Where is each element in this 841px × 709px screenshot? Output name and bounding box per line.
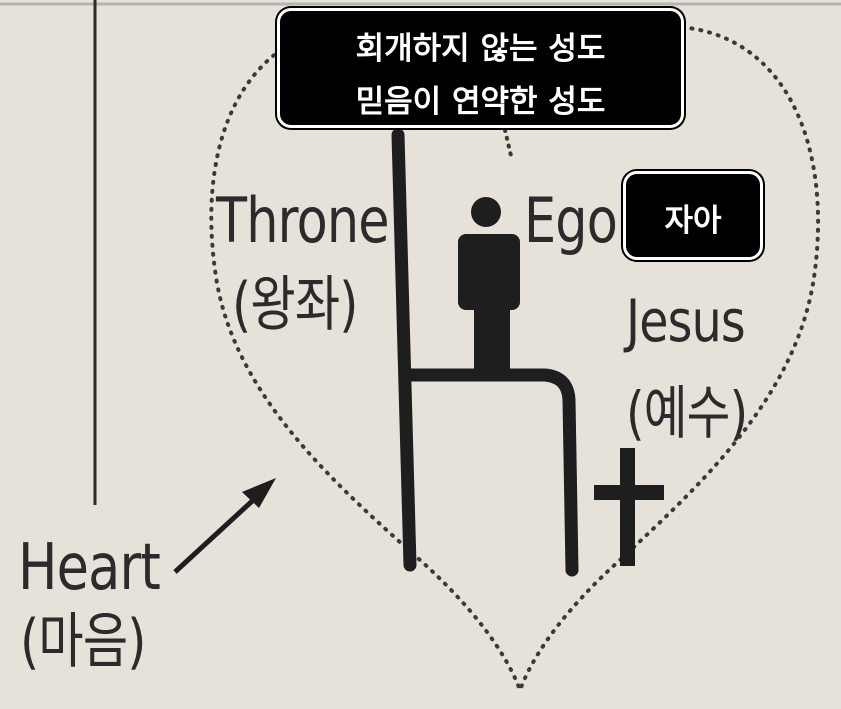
- jesus-label: Jesus: [626, 287, 746, 355]
- cross-icon: [594, 448, 664, 566]
- top-callout-line2: 믿음이 연약한 성도: [355, 84, 606, 120]
- throne-label: Throne: [216, 184, 390, 257]
- heart-arrow-shaft: [173, 490, 264, 574]
- ego-label: Ego: [524, 184, 618, 257]
- top-callout-box: 회개하지 않는 성도 믿음이 연약한 성도: [277, 8, 684, 128]
- ego-callout-box: 자아: [623, 171, 763, 260]
- heart-label: Heart: [18, 531, 161, 605]
- ego-callout-text: 자아: [664, 203, 722, 239]
- throne-shape: [391, 128, 579, 577]
- top-callout-line1: 회개하지 않는 성도: [355, 31, 606, 67]
- heart-outline: [209, 20, 820, 696]
- ego-person-icon: [458, 197, 520, 370]
- dotted-pointer-mark: [503, 128, 514, 162]
- throne-korean-label: (왕좌): [232, 270, 358, 340]
- heart-arrow-head: [242, 478, 276, 508]
- heart-korean-label: (마음): [20, 607, 146, 677]
- jesus-korean-label: (예수): [626, 379, 748, 447]
